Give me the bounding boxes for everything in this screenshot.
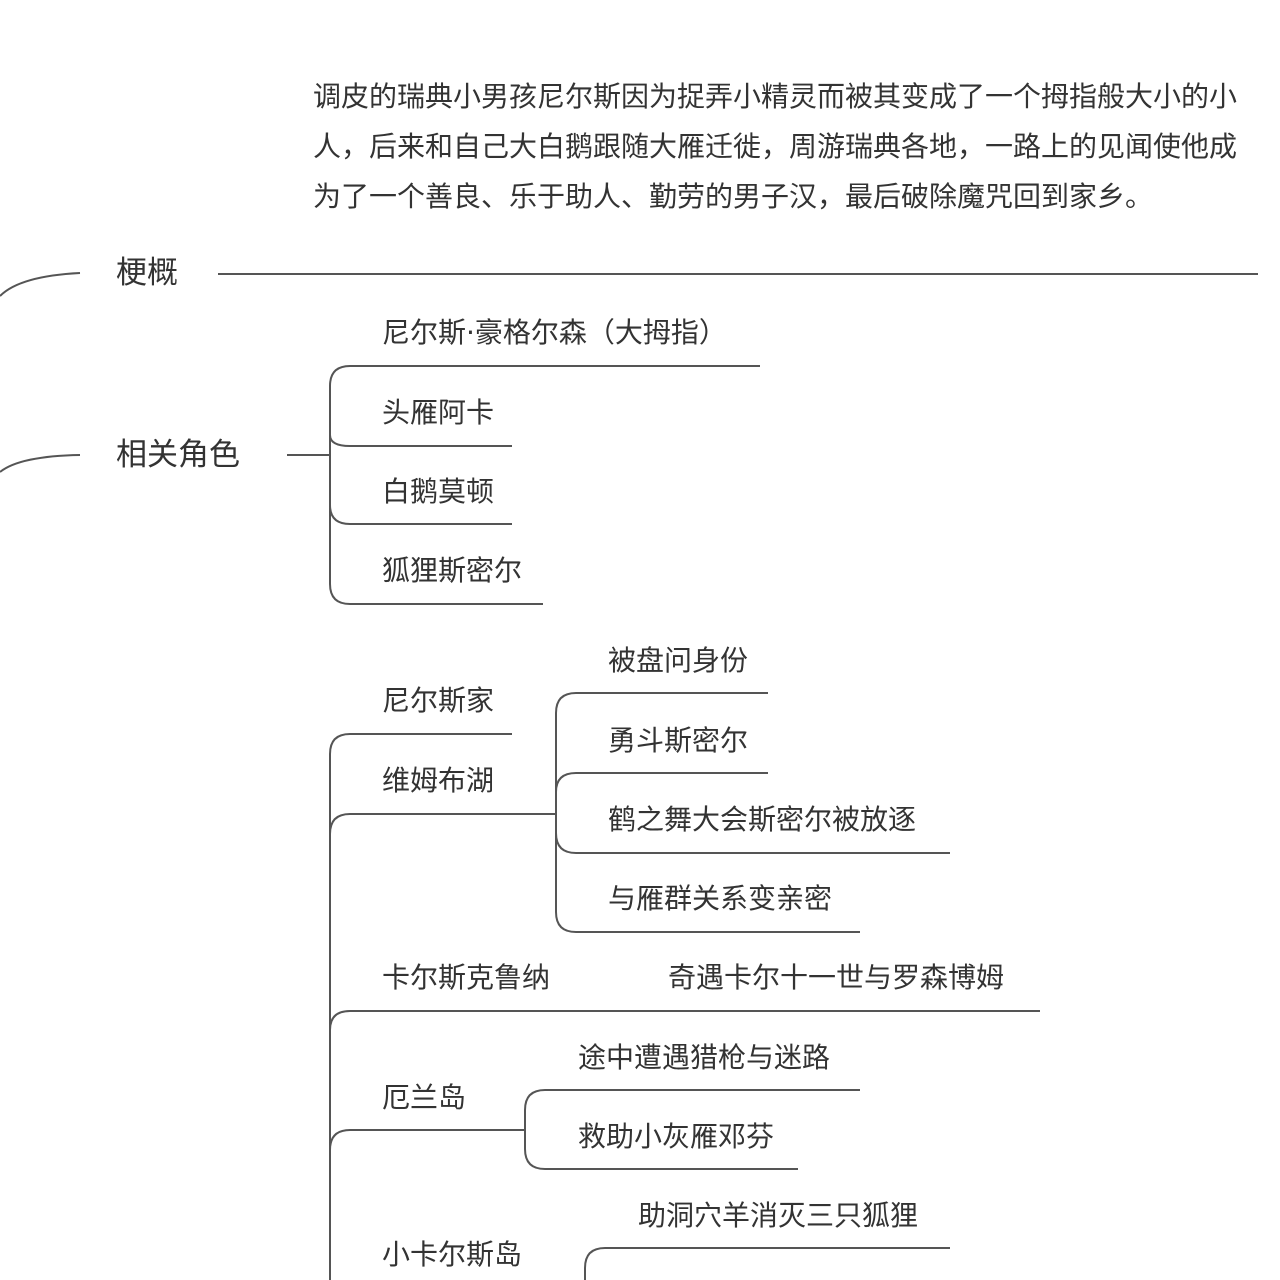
connector-root-characters bbox=[0, 454, 81, 473]
place-karlskrona: 卡尔斯克鲁纳 bbox=[382, 961, 551, 994]
branch-characters: 相关角色 bbox=[116, 437, 240, 473]
place-vimb-lake: 维姆布湖 bbox=[382, 764, 495, 797]
oland-event-2: 救助小灰雁邓芬 bbox=[578, 1120, 775, 1153]
vimb-event-3: 鹤之舞大会斯密尔被放逐 bbox=[608, 803, 917, 836]
vimb-event-2: 勇斗斯密尔 bbox=[608, 724, 749, 757]
character-morten: 白鹅莫顿 bbox=[382, 475, 495, 508]
place-little-karls: 小卡尔斯岛 bbox=[382, 1238, 523, 1271]
character-smirre: 狐狸斯密尔 bbox=[382, 554, 523, 587]
underline-character-2 bbox=[329, 434, 512, 447]
underline-vimb-event-3 bbox=[555, 832, 950, 854]
vimb-event-4: 与雁群关系变亲密 bbox=[608, 882, 833, 915]
connector-plot-trunk bbox=[329, 733, 351, 1280]
oland-event-1: 途中遭遇猎枪与迷路 bbox=[578, 1041, 831, 1074]
character-akka: 头雁阿卡 bbox=[382, 396, 495, 429]
place-nils-home: 尼尔斯家 bbox=[382, 684, 495, 717]
little-karls-event-1: 助洞穴羊消灭三只狐狸 bbox=[638, 1199, 919, 1232]
underline-vimb-lake bbox=[329, 813, 556, 835]
underline-vimb-event-2 bbox=[555, 772, 768, 793]
branch-summary: 梗概 bbox=[116, 255, 178, 291]
connector-oland-trunk bbox=[524, 1089, 546, 1170]
underline-oland bbox=[329, 1129, 525, 1151]
connector-root-summary bbox=[0, 272, 81, 297]
underline-karlskrona bbox=[329, 1010, 1040, 1031]
character-nils: 尼尔斯·豪格尔森（大拇指） bbox=[382, 316, 727, 349]
connector-vimb-trunk bbox=[555, 692, 577, 933]
connector-characters-trunk bbox=[329, 365, 351, 605]
place-oland: 厄兰岛 bbox=[382, 1081, 467, 1114]
connector-little-karls bbox=[584, 1247, 606, 1280]
underline-character-3 bbox=[329, 504, 512, 525]
karlskrona-event-1: 奇遇卡尔十一世与罗森博姆 bbox=[668, 961, 1005, 994]
vimb-event-1: 被盘问身份 bbox=[608, 644, 749, 677]
summary-text: 调皮的瑞典小男孩尼尔斯因为捉弄小精灵而被其变成了一个拇指般大小的小人，后来和自己… bbox=[313, 80, 1238, 213]
